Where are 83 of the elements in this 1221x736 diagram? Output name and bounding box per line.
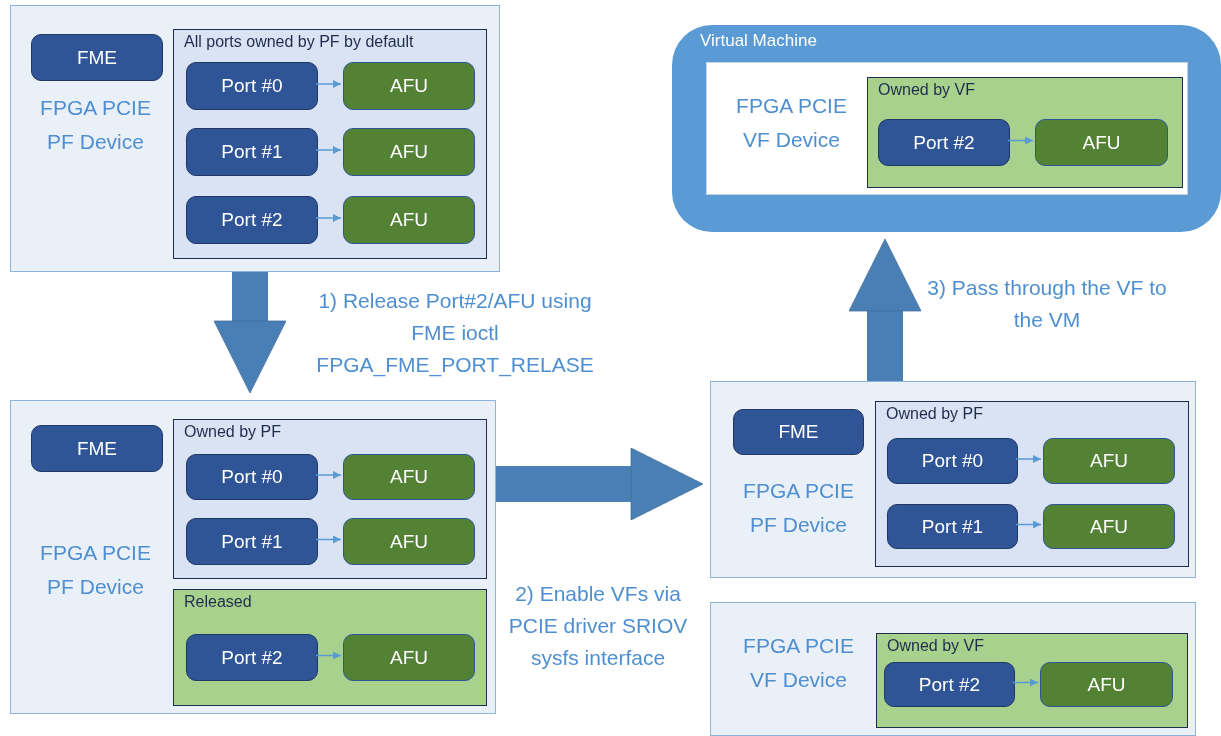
arrow	[1007, 136, 1034, 145]
afu-box	[1035, 119, 1168, 166]
box-label: Port #2	[220, 646, 284, 669]
afu-box	[1040, 662, 1173, 707]
afu-box	[343, 518, 475, 565]
box-label: Port #2	[220, 209, 284, 231]
port-group-panel	[173, 589, 487, 706]
port-box	[186, 62, 318, 110]
device-panel	[10, 5, 500, 272]
afu-box	[343, 454, 475, 500]
block-arrow	[848, 238, 922, 381]
group-title: Owned by PF	[886, 405, 983, 423]
box-label: AFU	[389, 141, 429, 163]
box-label: AFU	[389, 646, 429, 669]
box-label: Port #0	[220, 75, 284, 97]
box-label: AFU	[1081, 131, 1122, 154]
device-label: FPGA PCIE VF Device	[735, 93, 848, 153]
device-panel	[10, 400, 496, 714]
box-label: Port #0	[920, 450, 985, 472]
block-arrow	[496, 447, 704, 521]
afu-box	[343, 128, 475, 176]
afu-box	[343, 634, 475, 681]
box-label: AFU	[389, 530, 429, 553]
port-group-panel	[875, 401, 1189, 567]
device-label: FPGA PCIE PF Device	[742, 478, 855, 538]
port-group-panel	[173, 419, 487, 579]
afu-box	[343, 62, 475, 110]
box-label: Port #1	[920, 515, 985, 538]
device-panel	[710, 602, 1196, 736]
arrow	[315, 471, 342, 479]
device-label: FPGA PCIE PF Device	[39, 95, 152, 155]
device-label: FPGA PCIE VF Device	[742, 633, 855, 693]
box-label: Port #2	[912, 131, 976, 154]
group-title: Owned by VF	[887, 637, 984, 655]
group-title: All ports owned by PF by default	[184, 33, 414, 51]
group-title: Released	[184, 593, 252, 611]
port-box	[31, 34, 163, 81]
group-title: Owned by VF	[878, 81, 975, 99]
port-group-panel	[876, 633, 1188, 728]
arrow	[1015, 455, 1042, 463]
box-label: AFU	[389, 209, 429, 231]
port-box	[186, 634, 318, 681]
group-title: Owned by PF	[184, 423, 281, 441]
port-box	[884, 662, 1015, 707]
block-arrow	[213, 272, 287, 394]
port-box	[887, 504, 1018, 549]
box-label: Port #1	[220, 141, 284, 163]
vm-title: Virtual Machine	[700, 31, 817, 51]
arrow	[315, 80, 342, 88]
box-label: Port #1	[220, 530, 284, 553]
box-label: AFU	[1089, 515, 1129, 538]
port-box	[878, 119, 1010, 166]
port-box	[186, 454, 318, 500]
port-box	[186, 196, 318, 244]
port-box	[733, 409, 864, 455]
arrow	[315, 214, 342, 222]
box-label: Port #2	[917, 673, 982, 696]
port-box	[887, 438, 1018, 484]
box-label: FME	[777, 421, 820, 443]
box-label: AFU	[389, 75, 429, 97]
device-panel	[706, 62, 1188, 195]
port-box	[186, 518, 318, 565]
arrow	[315, 651, 342, 660]
box-label: AFU	[389, 466, 429, 488]
box-label: FME	[75, 437, 119, 460]
afu-box	[343, 196, 475, 244]
box-label: AFU	[1086, 673, 1127, 696]
arrow	[1015, 520, 1042, 529]
afu-box	[1043, 504, 1175, 549]
box-label: AFU	[1089, 450, 1129, 472]
arrow	[315, 146, 342, 154]
port-group-panel	[173, 29, 487, 259]
port-box	[186, 128, 318, 176]
port-box	[31, 425, 163, 472]
box-label: FME	[75, 46, 119, 69]
port-group-panel	[867, 77, 1183, 188]
vm-container	[672, 25, 1221, 232]
box-label: Port #0	[220, 466, 284, 488]
device-panel	[710, 381, 1196, 578]
arrow	[315, 535, 342, 544]
afu-box	[1043, 438, 1175, 484]
arrow	[1012, 678, 1039, 687]
device-label: FPGA PCIE PF Device	[39, 540, 152, 600]
